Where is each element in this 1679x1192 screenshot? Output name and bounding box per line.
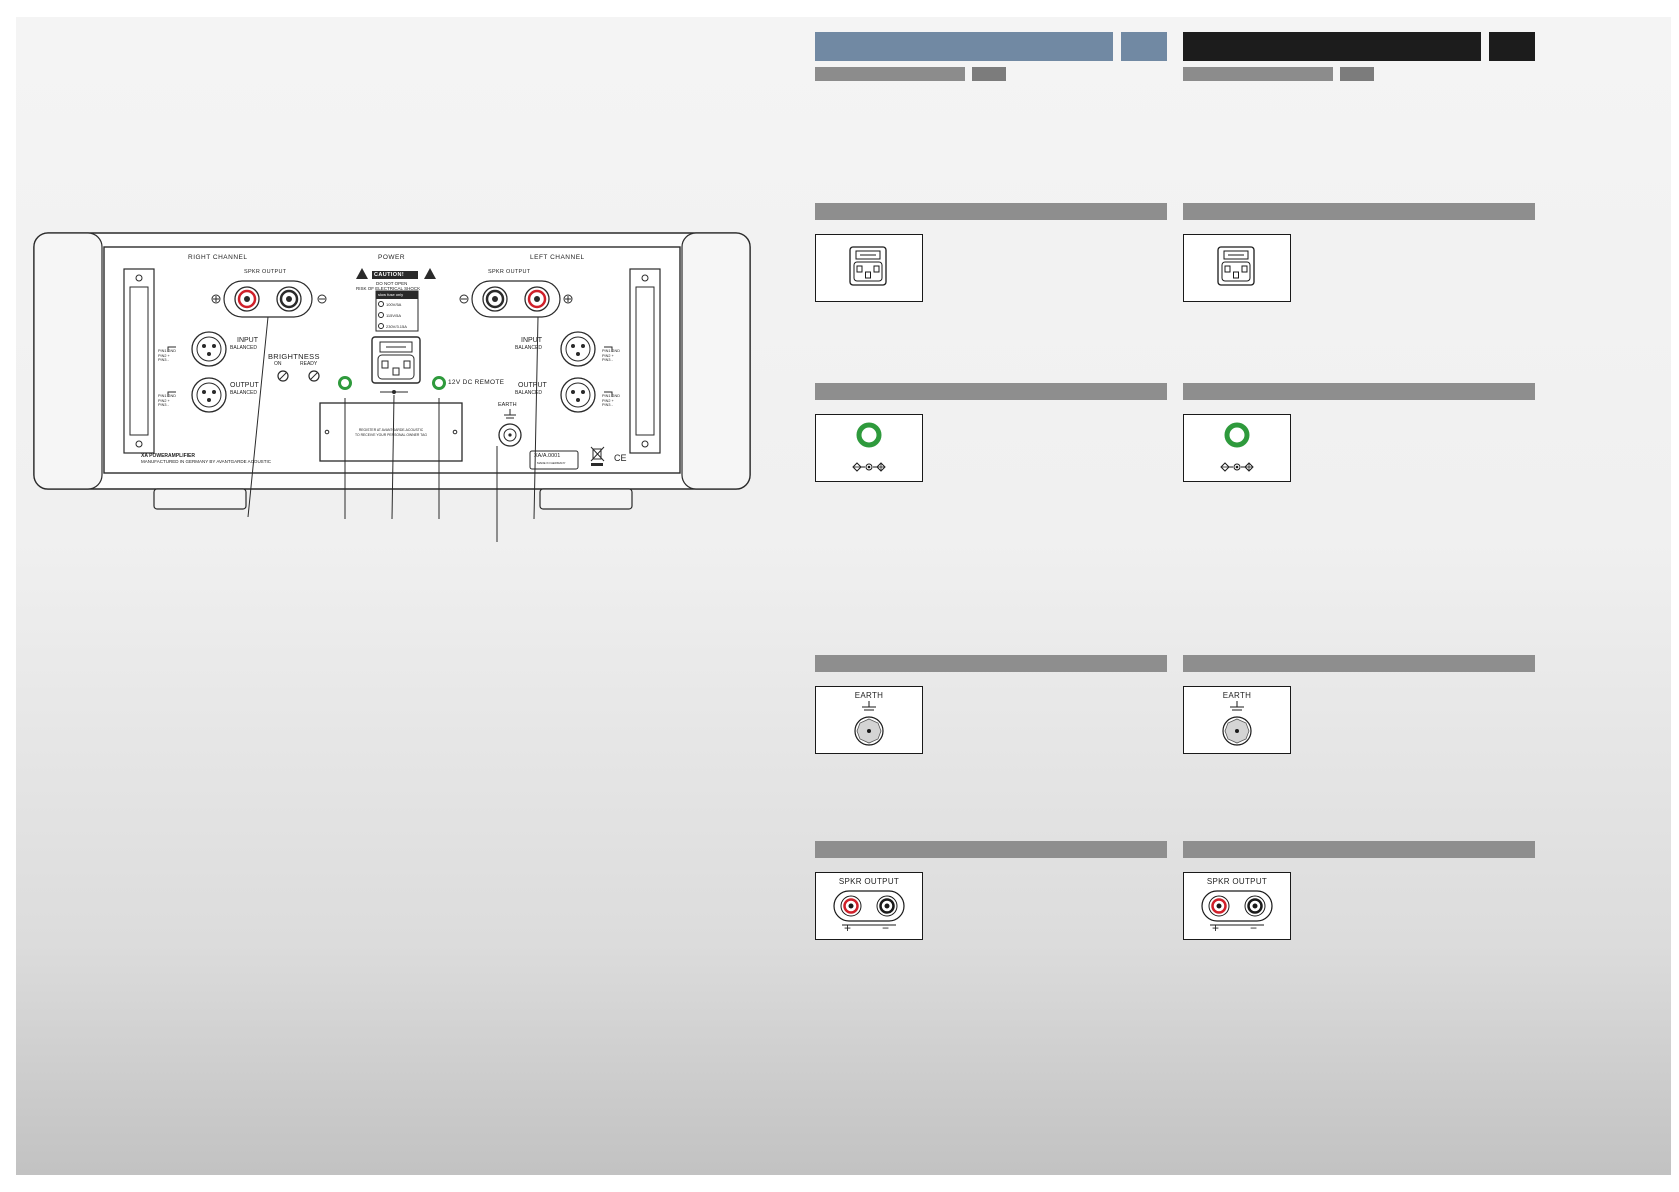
section-bar-spkr-left [815,841,1167,858]
balanced-out-right-label: BALANCED [230,390,257,396]
fuse-header-label: slow fuse only [378,292,404,297]
fuse-100v-label: 100V/5A [386,302,402,307]
brightness-on-label: ON [274,361,282,367]
subheader-bar-right [1183,67,1333,81]
remote-jack-icon-box-left [815,414,923,482]
subheader-tab-right [1340,67,1374,81]
plus-symbol: + [1212,921,1220,935]
fuse-115v-label: 115V/5A [386,313,402,318]
output-right-label: OUTPUT [230,382,259,389]
brightness-label: BRIGHTNESS [268,352,320,361]
subheader-bar-left [815,67,965,81]
header-tab-blue [1121,32,1167,61]
header-tab-black [1489,32,1535,61]
right-channel-label: RIGHT CHANNEL [188,254,248,261]
power-label: POWER [378,254,406,261]
section-bar-power-left [815,203,1167,220]
spkr-output-right-label: SPKR OUTPUT [244,269,287,275]
remote-jack-icon-box-right [1183,414,1291,482]
power-inlet-icon [849,246,887,286]
input-left-label: INPUT [521,337,542,344]
earth-terminal-icon [1222,701,1252,746]
header-bar-black [1183,32,1481,61]
spkr-output-icon-label: SPKR OUTPUT [1206,877,1268,886]
plus-symbol: + [844,921,852,935]
minus-symbol: − [882,921,890,935]
balanced-out-left-label: BALANCED [515,390,542,396]
earth-panel-label: EARTH [498,402,517,408]
spkr-output-icon-box-right: SPKR OUTPUT + − [1183,872,1291,940]
earth-icon-label: EARTH [854,691,884,700]
manufactured-label: MANUFACTURED IN GERMANY BY AVANTGARDE AC… [141,459,271,464]
serial-label: XA/A.0001 [534,453,561,459]
spkr-output-icon-box-left: SPKR OUTPUT + − [815,872,923,940]
made-in-label: MADE IN GERMANY [537,461,566,465]
left-channel-label: LEFT CHANNEL [530,254,585,261]
section-bar-power-right [1183,203,1535,220]
speaker-terminal-icon [1201,890,1273,926]
power-inlet-icon-box-right [1183,234,1291,302]
remote-label: 12V DC REMOTE [448,379,505,386]
remote-jack-icon [1220,422,1254,472]
output-left-label: OUTPUT [518,382,547,389]
fuse-230v-label: 230V/3.15A [386,324,407,329]
minus-symbol: − [1250,921,1258,935]
earth-icon-box-left: EARTH [815,686,923,754]
spkr-output-left-label: SPKR OUTPUT [488,269,531,275]
header-bar-blue [815,32,1113,61]
amplifier-rear-panel-drawing [33,232,751,542]
balanced-in-right-label: BALANCED [230,345,257,351]
earth-terminal-icon [854,701,884,746]
earth-icon-label: EARTH [1222,691,1252,700]
remote-jack-icon [852,422,886,472]
spkr-output-icon-label: SPKR OUTPUT [838,877,900,886]
power-inlet-icon [1217,246,1255,286]
risk-shock-label: RISK OF ELECTRICAL SHOCK [356,286,421,291]
page-sheet: RIGHT CHANNEL LEFT CHANNEL POWER SPKR OU… [16,17,1671,1175]
section-bar-remote-right [1183,383,1535,400]
balanced-in-left-label: BALANCED [515,345,542,351]
ce-mark: CE [614,453,627,463]
section-bar-remote-left [815,383,1167,400]
section-bar-spkr-right [1183,841,1535,858]
power-inlet-icon-box-left [815,234,923,302]
section-bar-earth-left [815,655,1167,672]
do-not-open-label: DO NOT OPEN [376,281,408,286]
model-label: XA POWERAMPLIFIER [141,453,195,459]
earth-icon-box-right: EARTH [1183,686,1291,754]
subheader-tab-left [972,67,1006,81]
input-right-label: INPUT [237,337,258,344]
brightness-ready-label: READY [300,361,318,367]
speaker-terminal-icon [833,890,905,926]
caution-label: CAUTION! [374,272,405,278]
section-bar-earth-right [1183,655,1535,672]
